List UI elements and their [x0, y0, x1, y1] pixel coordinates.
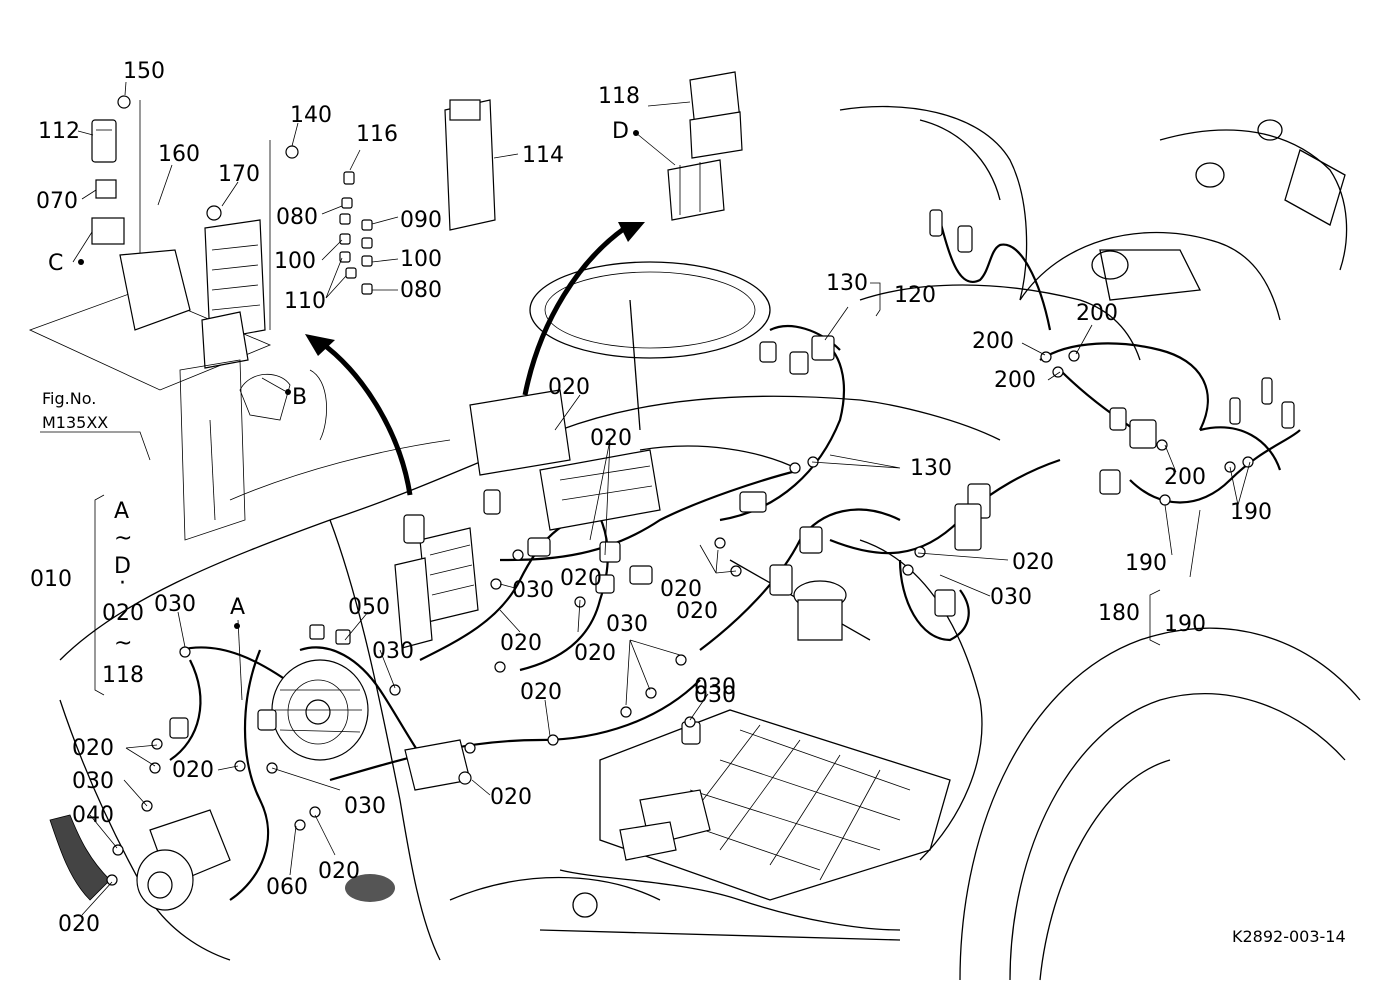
part-label: 050	[348, 595, 390, 620]
part-labels: 150 112 160 070 C 170 140 116 114 080 09…	[30, 59, 1272, 937]
starter-motor	[136, 809, 231, 911]
relay-118	[689, 71, 743, 159]
range-start-letter: A	[114, 499, 129, 524]
part-label: 130	[826, 271, 868, 296]
part-label: 140	[290, 103, 332, 128]
part-label: 010	[30, 567, 72, 592]
alternator	[271, 659, 369, 761]
part-label: 020	[490, 785, 532, 810]
part-label: 020	[590, 426, 632, 451]
part-label: 190	[1164, 612, 1206, 637]
fuse-panel-center	[394, 527, 479, 649]
part-label: 030	[72, 769, 114, 794]
part-label: 090	[400, 208, 442, 233]
part-label: 030	[344, 794, 386, 819]
part-label: 020	[676, 599, 718, 624]
part-label: 080	[400, 278, 442, 303]
part-label: 200	[1164, 465, 1206, 490]
part-label: 020	[560, 566, 602, 591]
pointer-arrows	[305, 222, 645, 496]
range-end-number: 118	[102, 663, 144, 688]
part-label: 020	[574, 641, 616, 666]
mini-fuses	[339, 171, 373, 295]
part-label: 020	[660, 577, 702, 602]
part-label: 180	[1098, 601, 1140, 626]
range-start-number: 020	[102, 601, 144, 626]
part-label: 020	[520, 680, 562, 705]
part-label: 116	[356, 122, 398, 147]
range-end-letter: D	[114, 554, 131, 579]
part-label: 100	[274, 249, 316, 274]
part-label: 020	[318, 859, 360, 884]
part-label: 170	[218, 162, 260, 187]
fig-no-title: Fig.No.	[42, 389, 96, 408]
range-tilde: ~	[114, 631, 132, 656]
part-label: 030	[990, 585, 1032, 610]
fuse-cover-114	[444, 99, 496, 231]
part-label: A	[230, 595, 245, 620]
part-label: 070	[36, 189, 78, 214]
range-tilde: ~	[114, 526, 132, 551]
drawing-code: K2892-003-14	[1232, 927, 1346, 946]
part-label: 020	[500, 631, 542, 656]
grille-bottom	[345, 874, 395, 902]
part-label: 020	[172, 758, 214, 783]
part-label: 190	[1125, 551, 1167, 576]
grille-left	[49, 814, 111, 901]
part-label: 020	[72, 736, 114, 761]
part-label: 080	[276, 205, 318, 230]
part-label: 200	[994, 368, 1036, 393]
part-label: 030	[154, 592, 196, 617]
tractor-outline	[59, 105, 1361, 981]
part-label: 040	[72, 803, 114, 828]
relay-D	[667, 159, 725, 221]
part-label: D	[612, 119, 629, 144]
leader-lines	[40, 81, 1251, 916]
part-label: 030	[694, 675, 736, 700]
part-label: 110	[284, 289, 326, 314]
part-label: 118	[598, 84, 640, 109]
part-label: 120	[894, 283, 936, 308]
part-label: C	[48, 251, 63, 276]
part-label: 150	[123, 59, 165, 84]
fig-no-value: M135XX	[42, 413, 108, 432]
floor-grate	[659, 724, 911, 881]
fuel-gauge	[793, 580, 847, 641]
part-label: 130	[910, 456, 952, 481]
part-label: 020	[1012, 550, 1054, 575]
part-label: 114	[522, 143, 564, 168]
part-label: 100	[400, 247, 442, 272]
exploded-parts-left	[28, 95, 496, 541]
part-label: 160	[158, 142, 200, 167]
relay-112	[91, 119, 117, 163]
part-label: B	[292, 385, 307, 410]
range-dot: ·	[119, 571, 126, 596]
connectors	[169, 209, 1295, 745]
part-label: 020	[58, 912, 100, 937]
part-label: 020	[548, 375, 590, 400]
safety-switch	[404, 739, 472, 791]
part-label: 112	[38, 119, 80, 144]
part-label: 200	[1076, 301, 1118, 326]
figure-reference: Fig.No. M135XX	[42, 389, 108, 432]
part-label: 030	[372, 639, 414, 664]
part-label: 030	[606, 612, 648, 637]
part-label: 030	[512, 578, 554, 603]
part-label: 200	[972, 329, 1014, 354]
part-label: 030	[694, 683, 736, 708]
leader-dots	[78, 130, 639, 629]
part-label: 190	[1230, 500, 1272, 525]
range-bracket: A ~ D · 020 ~ 118	[102, 499, 144, 688]
part-label: 060	[266, 875, 308, 900]
